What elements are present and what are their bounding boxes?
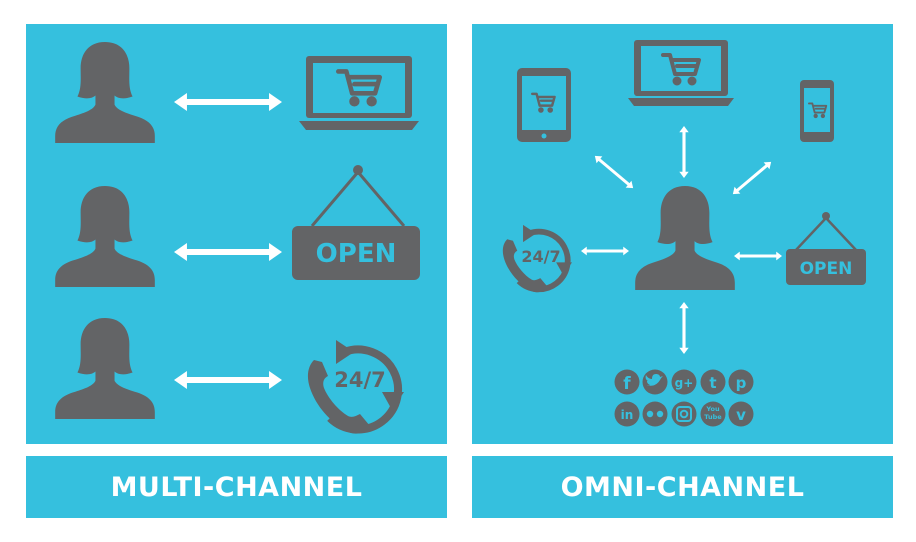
double-arrow xyxy=(174,243,282,261)
double-arrow xyxy=(581,246,629,256)
double-arrow xyxy=(174,371,282,389)
phone-24-7-icon: 24/7 xyxy=(308,340,404,434)
google-plus-icon: g+ xyxy=(671,369,697,395)
double-arrow xyxy=(679,302,689,354)
linkedin-icon: in xyxy=(614,401,640,427)
open-sign-icon: OPEN xyxy=(292,165,420,280)
center-person-icon xyxy=(635,186,735,290)
person-icon xyxy=(55,186,155,287)
person-icon xyxy=(55,42,155,143)
omni-support-247-text: 24/7 xyxy=(521,247,560,266)
svg-text:f: f xyxy=(623,374,631,394)
twitter-icon xyxy=(642,369,668,395)
tumblr-icon: t xyxy=(700,369,726,395)
facebook-icon: f xyxy=(614,369,640,395)
svg-text:g+: g+ xyxy=(675,376,694,390)
person-icon xyxy=(55,318,155,419)
support-247-text: 24/7 xyxy=(334,368,386,392)
omni-open-sign-text: OPEN xyxy=(800,259,853,279)
double-arrow xyxy=(174,93,282,111)
open-sign-text: OPEN xyxy=(316,239,397,269)
youtube-icon: You Tube xyxy=(700,401,726,427)
instagram-icon xyxy=(671,401,697,427)
laptop-cart-icon xyxy=(628,40,734,106)
laptop-cart-icon xyxy=(299,56,419,130)
social-media-icons: f g+ t p in xyxy=(614,369,754,427)
omni-channel-label: OMNI-CHANNEL xyxy=(560,471,805,503)
flickr-icon xyxy=(642,401,668,427)
tablet-cart-icon xyxy=(517,68,571,142)
svg-text:in: in xyxy=(621,408,634,422)
vimeo-icon: v xyxy=(728,401,754,427)
smartphone-cart-icon xyxy=(800,80,834,142)
pinterest-icon: p xyxy=(728,369,754,395)
double-arrow xyxy=(679,126,689,178)
svg-text:t: t xyxy=(709,374,716,392)
svg-text:You: You xyxy=(705,405,720,413)
multi-channel-label: MULTI-CHANNEL xyxy=(110,471,363,503)
multi-channel-label-bar: MULTI-CHANNEL xyxy=(26,456,447,518)
phone-24-7-icon: 24/7 xyxy=(503,225,572,292)
omni-channel-label-bar: OMNI-CHANNEL xyxy=(472,456,893,518)
svg-text:v: v xyxy=(736,406,746,424)
double-arrow xyxy=(591,152,637,192)
double-arrow xyxy=(729,158,775,198)
double-arrow xyxy=(734,251,782,261)
svg-text:p: p xyxy=(736,374,747,392)
open-sign-icon: OPEN xyxy=(786,212,866,285)
svg-text:Tube: Tube xyxy=(704,413,722,421)
